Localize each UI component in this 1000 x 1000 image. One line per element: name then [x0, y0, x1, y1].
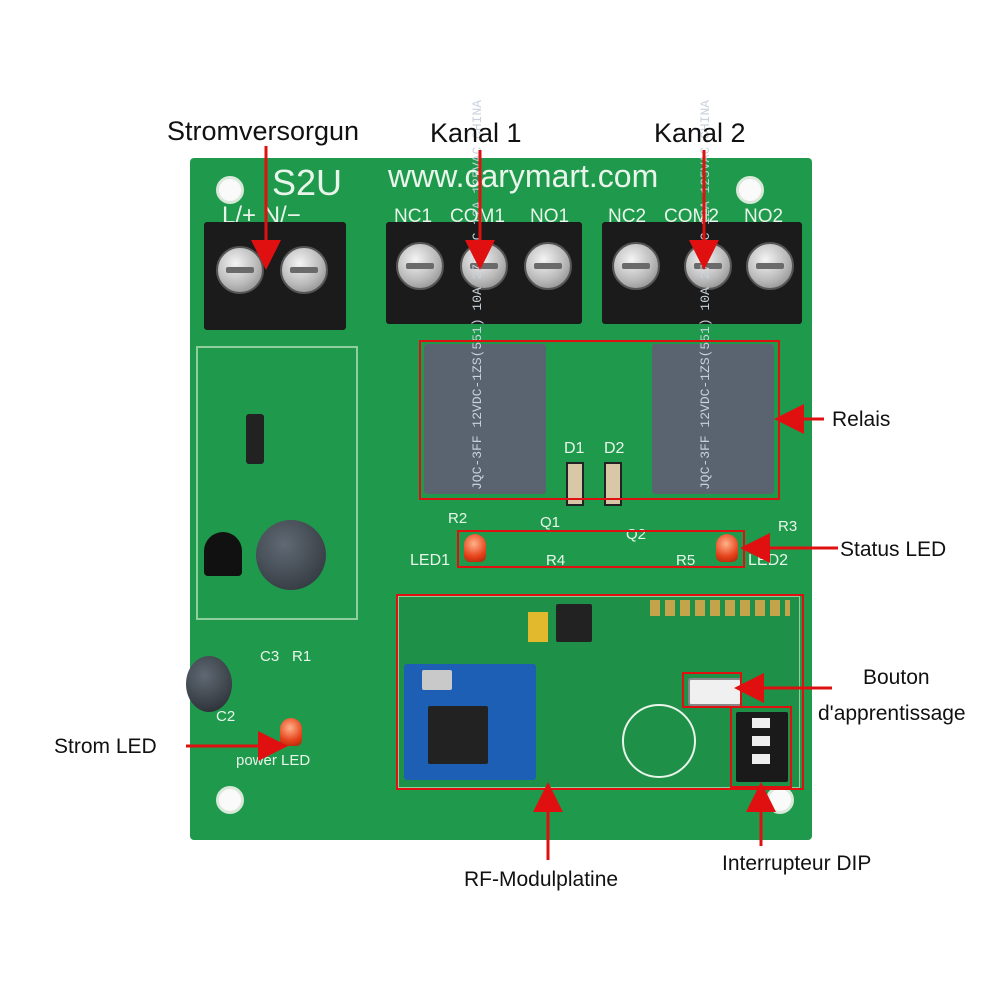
silk-q1: Q1	[540, 514, 561, 531]
dip-toggle[interactable]	[752, 754, 770, 764]
mounting-hole	[216, 786, 244, 814]
status-led-2	[716, 534, 738, 562]
rf-module-highlight-box	[396, 594, 804, 790]
terminal-label-nc1: NC1	[394, 206, 433, 227]
label-rf-module: RF-Modulplatine	[464, 868, 619, 891]
label-power-supply: Stromversorgun	[167, 116, 360, 146]
silk-c2: C2	[216, 708, 236, 725]
silk-c3: C3	[260, 648, 280, 665]
silk-led1: LED1	[410, 552, 451, 569]
terminal-label-nc2: NC2	[608, 206, 647, 227]
screw-terminal	[396, 242, 444, 290]
diode-d2	[604, 462, 622, 506]
board-url: www.carymart.com	[388, 158, 659, 194]
silk-d2: D2	[604, 440, 625, 457]
status-led-1	[464, 534, 486, 562]
capacitor-c2	[186, 656, 232, 712]
relay-2	[652, 344, 774, 494]
rf-crystal	[422, 670, 452, 690]
rf-chip	[428, 706, 488, 764]
silk-r1: R1	[292, 648, 312, 665]
dip-toggle[interactable]	[752, 718, 770, 728]
power-circuit-outline	[196, 346, 358, 620]
terminal-label-no1: NO1	[530, 206, 570, 227]
pin-header	[650, 600, 790, 616]
terminal-label-no2: NO2	[744, 206, 784, 227]
silk-r2: R2	[448, 510, 468, 527]
silk-r3: R3	[778, 518, 798, 535]
transistor	[204, 532, 242, 576]
silk-r4: R4	[546, 552, 566, 569]
learn-button[interactable]	[688, 678, 742, 706]
diode-d1	[566, 462, 584, 506]
screw-terminal	[612, 242, 660, 290]
regulator-chip	[556, 604, 592, 642]
screw-terminal	[524, 242, 572, 290]
relay-1	[424, 344, 546, 494]
label-dip-switch: Interrupteur DIP	[722, 852, 872, 875]
label-learn-button-line1: Bouton	[863, 666, 930, 689]
silk-d1: D1	[564, 440, 585, 457]
screw-terminal	[280, 246, 328, 294]
label-channel-2: Kanal 2	[654, 118, 746, 148]
silk-r5: R5	[676, 552, 696, 569]
label-power-led: Strom LED	[54, 735, 157, 758]
capacitor	[256, 520, 326, 590]
mounting-hole	[216, 176, 244, 204]
label-status-led: Status LED	[840, 538, 947, 561]
buzzer	[622, 704, 696, 778]
mounting-hole	[736, 176, 764, 204]
screw-terminal	[746, 242, 794, 290]
terminal-label-com1: COM1	[450, 206, 505, 227]
dip-toggle[interactable]	[752, 736, 770, 746]
label-learn-button-line2: d'apprentissage	[818, 702, 966, 725]
tantalum-capacitor	[528, 612, 548, 642]
board-model: S2U	[272, 162, 343, 203]
label-channel-1: Kanal 1	[430, 118, 522, 148]
label-relays: Relais	[832, 408, 891, 431]
diode	[246, 414, 264, 464]
